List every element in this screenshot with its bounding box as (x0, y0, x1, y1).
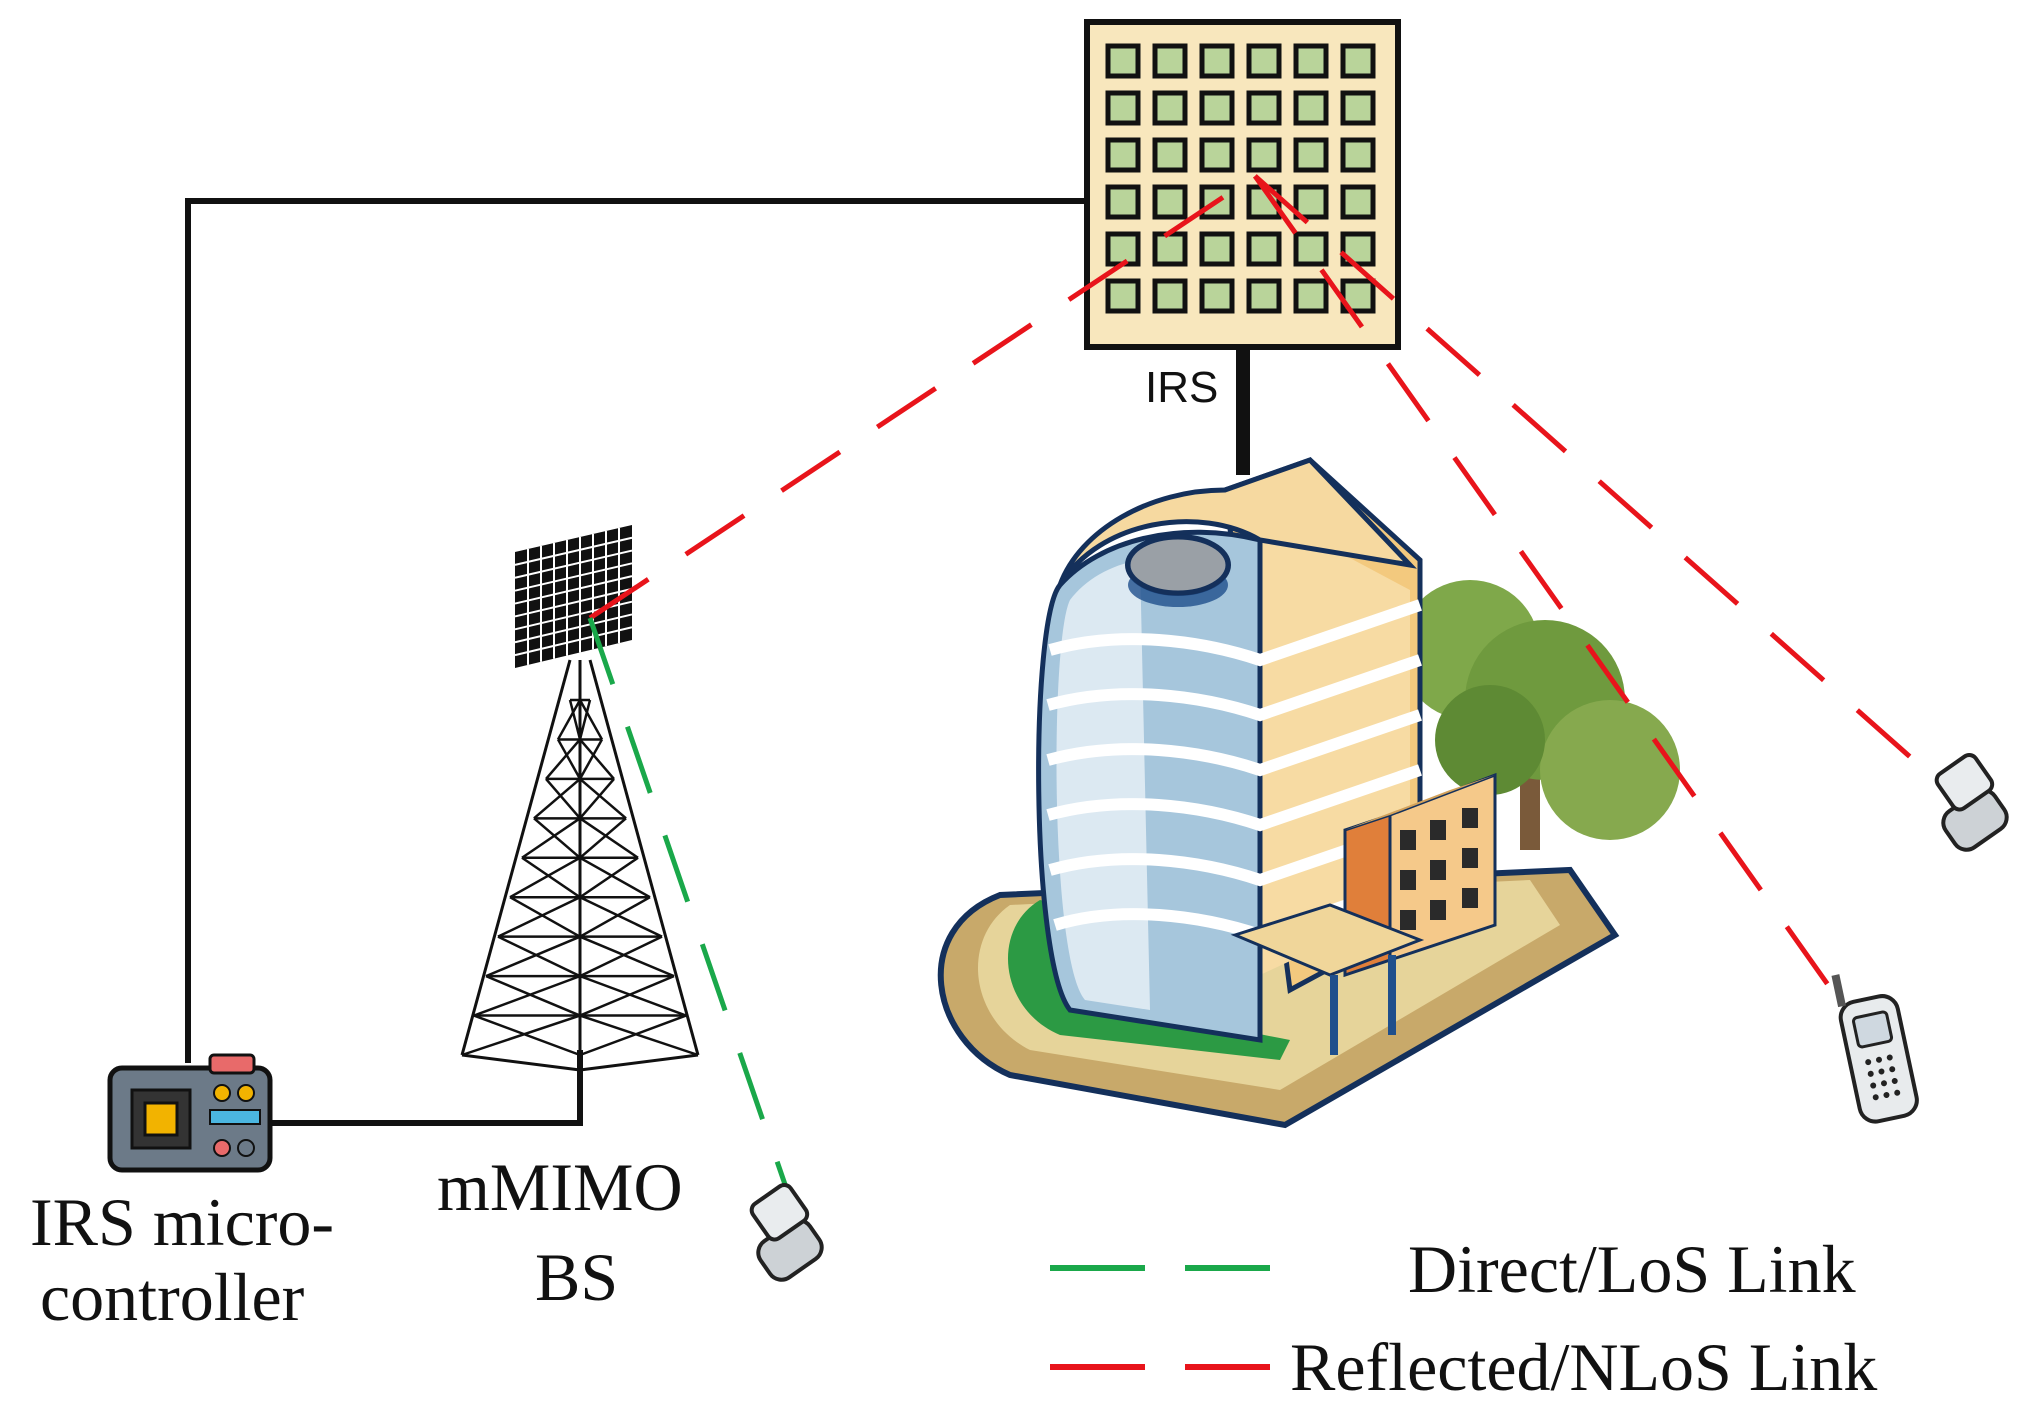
irs-element (1152, 137, 1188, 173)
bs-label-line1: mMIMO (437, 1149, 683, 1225)
mobile-phone-icon (749, 1182, 824, 1282)
mobile-phone-icon (1934, 752, 2009, 852)
legend: Direct/LoS Link Reflected/NLoS Link (1050, 1231, 1877, 1405)
controller-label-line1: IRS micro- (30, 1184, 334, 1260)
irs-element (1293, 137, 1329, 173)
mobile-phone-icon (1831, 974, 1919, 1124)
irs-element (1105, 184, 1141, 220)
irs-element (1105, 137, 1141, 173)
irs-element (1152, 231, 1188, 267)
irs-element (1199, 90, 1235, 126)
legend-reflected-label: Reflected/NLoS Link (1290, 1329, 1877, 1405)
bs-label-line2: BS (535, 1239, 618, 1315)
irs-element (1340, 90, 1376, 126)
irs-element (1105, 278, 1141, 314)
irs-element (1293, 43, 1329, 79)
irs-mount-pole (1236, 345, 1250, 475)
irs-element (1246, 90, 1282, 126)
irs-element (1246, 137, 1282, 173)
irs-element (1293, 184, 1329, 220)
irs-panel-icon (1084, 19, 1401, 350)
tree-icon (1400, 580, 1680, 850)
irs-element (1340, 137, 1376, 173)
legend-direct: Direct/LoS Link (1050, 1231, 1856, 1307)
building-icon (937, 457, 1680, 1129)
irs-label: IRS (1145, 363, 1218, 412)
control-wire (185, 198, 1087, 1126)
irs-element (1293, 278, 1329, 314)
irs-element (1246, 43, 1282, 79)
irs-element (1199, 137, 1235, 173)
irs-element (1293, 90, 1329, 126)
irs-element (1340, 43, 1376, 79)
irs-element (1152, 184, 1188, 220)
cell-tower-icon (460, 525, 700, 1072)
irs-element (1152, 90, 1188, 126)
irs-element (1199, 278, 1235, 314)
irs-element (1105, 90, 1141, 126)
irs-element (1152, 278, 1188, 314)
irs-element (1340, 184, 1376, 220)
irs-element (1199, 43, 1235, 79)
irs-element (1246, 278, 1282, 314)
irs-element (1199, 184, 1235, 220)
legend-direct-label: Direct/LoS Link (1408, 1231, 1856, 1307)
irs-element (1293, 231, 1329, 267)
controller-label-line2: controller (40, 1259, 305, 1335)
microcontroller-icon (107, 1053, 273, 1173)
irs-element (1105, 231, 1141, 267)
irs-element (1105, 43, 1141, 79)
legend-reflected: Reflected/NLoS Link (1050, 1329, 1877, 1405)
direct-link (587, 617, 803, 1229)
reflected-links (588, 173, 1972, 1032)
irs-element (1199, 231, 1235, 267)
irs-element (1152, 43, 1188, 79)
irs-element (1246, 231, 1282, 267)
